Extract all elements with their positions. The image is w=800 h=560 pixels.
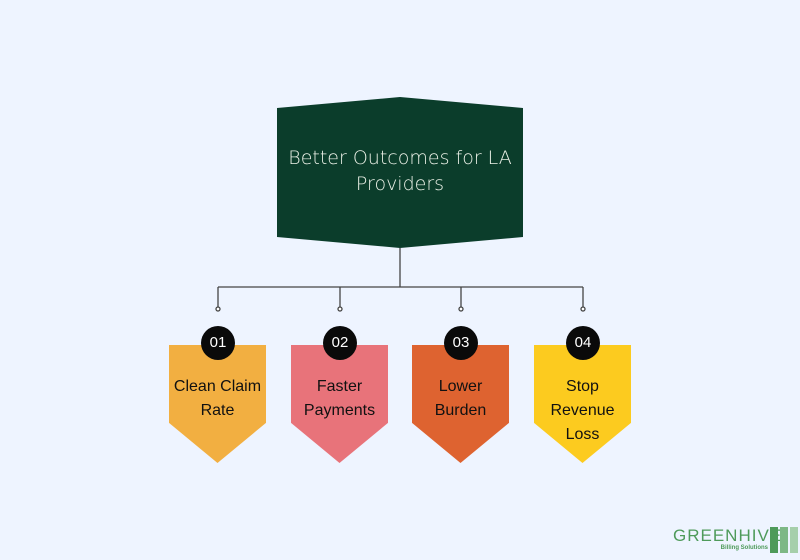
number-badge: 04 xyxy=(566,326,600,360)
greenhive-logo: GREENHIVE Billing Solutions xyxy=(673,526,783,552)
card-label: Lower Burden xyxy=(434,378,487,419)
number-badge: 02 xyxy=(323,326,357,360)
logo-tagline: Billing Solutions xyxy=(720,545,768,551)
diagram-title: Better Outcomes for LA Providers xyxy=(288,147,512,195)
logo-bars-icon xyxy=(770,527,798,553)
card-label: Faster Payments xyxy=(303,378,376,419)
card-label: Stop Revenue Loss xyxy=(550,378,615,443)
header-shape xyxy=(277,97,523,248)
card-label: Clean Claim Rate xyxy=(173,378,262,419)
number-badge: 03 xyxy=(444,326,478,360)
logo-name: GREENHIVE xyxy=(673,526,783,545)
number-badge: 01 xyxy=(201,326,235,360)
